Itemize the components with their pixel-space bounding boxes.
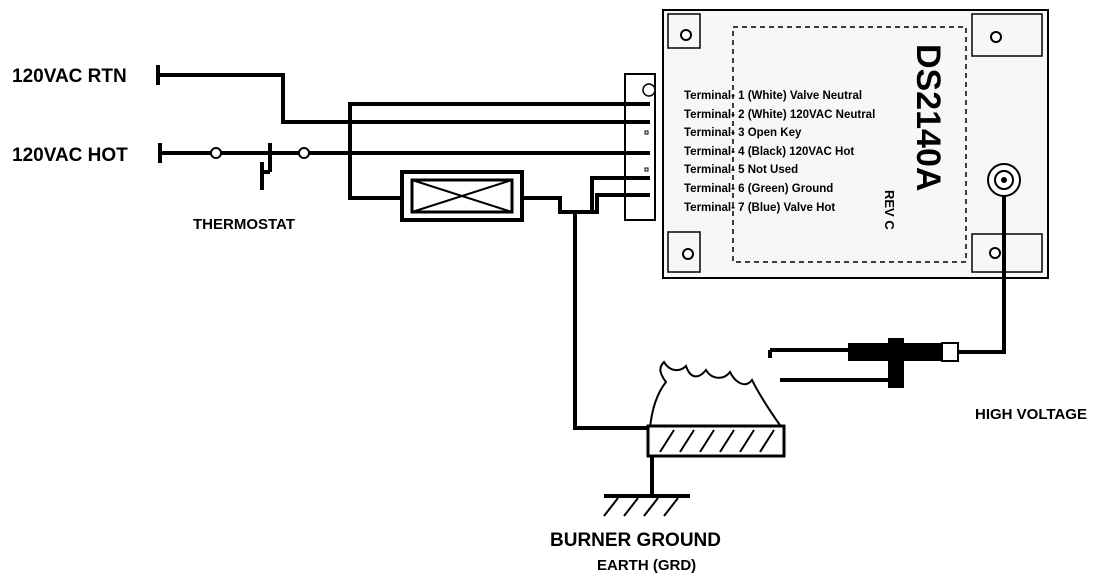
rtn-label: 120VAC RTN xyxy=(12,66,127,87)
burner-ground-label: BURNER GROUND xyxy=(550,530,721,551)
terminal-list: Terminal- 1 (White) Valve Neutral Termin… xyxy=(684,90,875,214)
spark-electrode xyxy=(768,338,959,388)
rtn-wire xyxy=(160,73,650,124)
burner-flame xyxy=(649,360,783,429)
mount-hole-top-left xyxy=(667,13,701,49)
thermostat-contact-right xyxy=(298,147,310,159)
terminal-1-label: Terminal- 1 (White) Valve Neutral xyxy=(684,90,862,102)
terminal-6-label: Terminal- 6 (Green) Ground xyxy=(684,183,833,195)
revision-label: REV C xyxy=(882,190,897,230)
terminal-2-label: Terminal- 2 (White) 120VAC Neutral xyxy=(684,109,875,121)
burner-plate xyxy=(646,424,786,458)
thermostat-switch xyxy=(260,143,272,190)
thermostat-label: THERMOSTAT xyxy=(193,216,295,233)
terminal-5-label: Terminal- 5 Not Used xyxy=(684,164,798,176)
high-voltage-terminal xyxy=(987,163,1021,197)
terminal-4-label: Terminal- 4 (Black) 120VAC Hot xyxy=(684,146,854,158)
hot-label: 120VAC HOT xyxy=(12,145,128,166)
high-voltage-label: HIGH VOLTAGE xyxy=(975,406,1087,423)
mount-hole-bottom-right xyxy=(971,233,1043,273)
high-voltage-lead xyxy=(958,195,1006,354)
mount-hole-top-right xyxy=(971,13,1043,57)
terminal-3-label: Terminal- 3 Open Key xyxy=(684,127,802,139)
gas-valve xyxy=(400,170,524,222)
mount-hole-bottom-left xyxy=(667,231,701,273)
thermostat-contact-left xyxy=(210,147,222,159)
ignition-module: DS2140A REV C xyxy=(662,9,1049,279)
earth-ground-label: EARTH (GRD) xyxy=(597,557,696,574)
ground-wire xyxy=(573,176,650,430)
terminal-7-label: Terminal- 7 (Blue) Valve Hot xyxy=(684,202,835,214)
earth-ground-symbol xyxy=(603,456,690,517)
model-number: DS2140A xyxy=(909,44,947,191)
module-housing xyxy=(662,9,1049,279)
terminal-connector xyxy=(624,73,656,221)
